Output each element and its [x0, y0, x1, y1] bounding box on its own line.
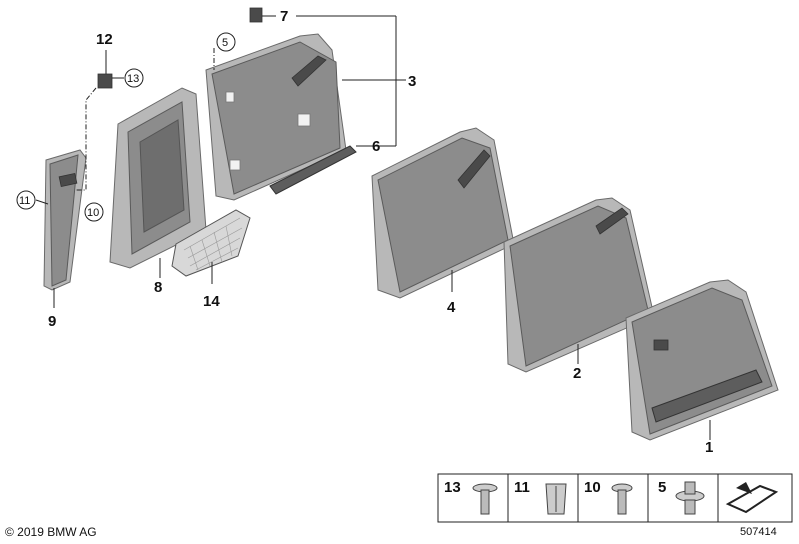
legend-label-10: 10: [584, 479, 601, 496]
expanding-rivet-5-icon: [675, 481, 705, 515]
label-6: 6: [372, 138, 380, 155]
legend-label-5: 5: [658, 479, 666, 496]
label-9: 9: [48, 313, 56, 330]
reference-number: 507414: [740, 526, 777, 538]
part-1-side-trim: [625, 279, 779, 441]
label-13-circled: 13: [127, 73, 139, 85]
label-11-circled: 11: [19, 195, 30, 207]
arrow-icon: [725, 482, 779, 514]
part-12-clip: [97, 73, 113, 89]
part-4-side-trim: [371, 127, 515, 299]
legend-label-13: 13: [444, 479, 461, 496]
legend-label-11: 11: [514, 479, 530, 496]
label-5-circled: 5: [222, 37, 228, 49]
label-14: 14: [203, 293, 220, 310]
part-9-pillar-trim: [43, 149, 87, 291]
part-2-side-trim: [503, 197, 655, 373]
label-2: 2: [573, 365, 581, 382]
label-8: 8: [154, 279, 162, 296]
fastener-legend: 13 11 10 5: [437, 473, 793, 523]
screw-13-icon: [472, 483, 498, 515]
label-4: 4: [447, 299, 456, 316]
label-1: 1: [705, 439, 713, 456]
label-3: 3: [408, 73, 416, 90]
label-10-circled: 10: [87, 207, 99, 219]
clip-11-icon: [545, 483, 567, 515]
label-7: 7: [280, 8, 288, 25]
copyright: © 2019 BMW AG: [5, 525, 97, 539]
leader-lines: [35, 15, 711, 440]
part-labels: 7 3 6 12 9 8 14 4 2 1: [48, 8, 713, 456]
label-12: 12: [96, 31, 113, 48]
part-7-clip: [249, 7, 263, 23]
part-3-side-trim: [205, 33, 347, 201]
circled-labels: 5 13 11 10: [16, 32, 236, 222]
screw-10-icon: [611, 483, 633, 515]
part-6-strip: [269, 145, 357, 195]
part-14-net: [171, 209, 251, 277]
